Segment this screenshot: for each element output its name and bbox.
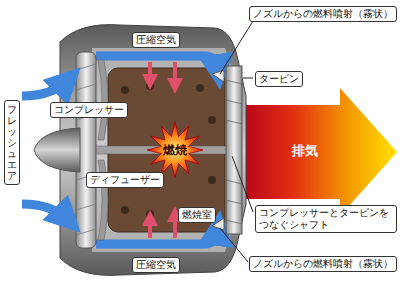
callout-label: コンプレッサーとタービンを つなぐシャフト <box>255 205 397 233</box>
part-label: ディフューザー <box>86 172 164 188</box>
airflow-label: 圧縮空気 <box>132 32 180 48</box>
callout-label: ノズルからの燃料噴射（霧状） <box>249 6 397 22</box>
inlet-label: フレッシュエア <box>4 100 20 185</box>
part-label: タービン <box>255 71 303 87</box>
airflow-label: 圧縮空気 <box>132 257 180 273</box>
callout-label: ノズルからの燃料噴射（霧状） <box>249 256 397 272</box>
part-label: コンプレッサー <box>50 102 128 118</box>
part-label: 燃焼室 <box>178 207 216 223</box>
combustion-label: 燃焼 <box>163 143 187 157</box>
exhaust-label: 排気 <box>292 143 318 159</box>
